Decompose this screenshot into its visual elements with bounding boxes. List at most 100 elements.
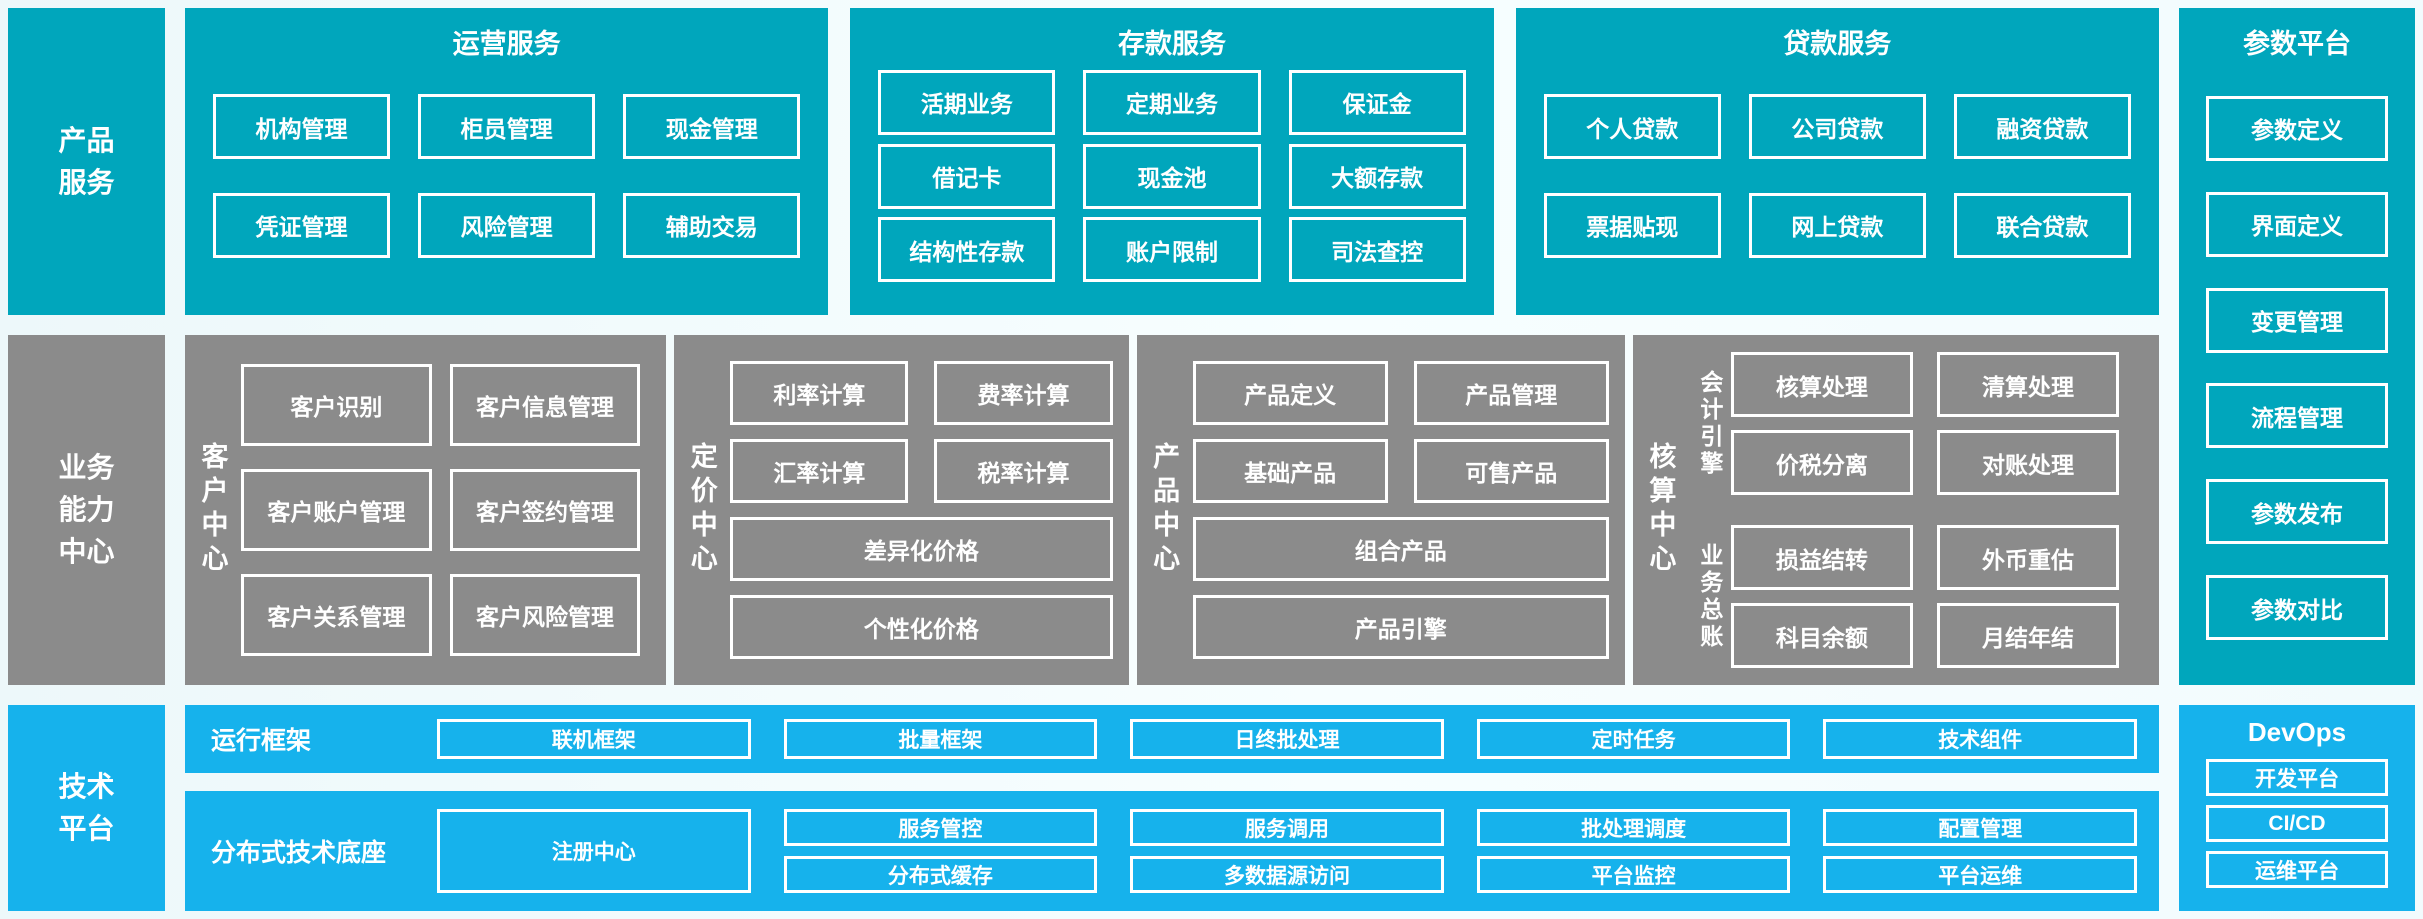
runtime-framework-label: 运行框架 <box>211 727 312 755</box>
box-service-invocation: 服务调用 <box>1130 809 1444 846</box>
section-title-parameter-platform: 参数平台 <box>2243 29 2351 59</box>
section-runtime-framework: 运行框架 联机框架 批量框架 日终批处理 定时任务 技术组件 <box>185 705 2159 773</box>
box-sellable-product: 可售产品 <box>1413 439 1609 503</box>
box-clearing-processing: 清算处理 <box>1936 352 2119 417</box>
box-ui-definition: 界面定义 <box>2206 191 2388 257</box>
box-subject-balance: 科目余额 <box>1730 603 1913 668</box>
distributed-base-grid: 注册中心 服务管控 分布式缓存 服务调用 多数据源访问 批处理调度 平台监控 配… <box>437 809 2137 893</box>
box-customer-identification: 客户识别 <box>241 364 432 446</box>
section-loan-services: 贷款服务 个人贷款 公司贷款 融资贷款 票据贴现 网上贷款 联合贷款 <box>1515 8 2159 315</box>
box-personalized-pricing: 个性化价格 <box>730 595 1113 659</box>
parameter-platform-list: 参数定义 界面定义 变更管理 流程管理 参数发布 参数对比 <box>2179 61 2415 685</box>
box-price-tax-separation: 价税分离 <box>1730 430 1913 495</box>
box-auxiliary-transaction: 辅助交易 <box>623 192 801 258</box>
accounting-groups: 会计引擎 核算处理 清算处理 价税分离 对账处理 业务总账 损益结转 外币重估 … <box>1689 335 2159 685</box>
box-fee-rate-calc: 费率计算 <box>934 361 1113 425</box>
box-composite-product: 组合产品 <box>1192 517 1609 581</box>
box-syndicated-loan: 联合贷款 <box>1953 192 2131 258</box>
box-fx-revaluation: 外币重估 <box>1936 525 2119 590</box>
box-change-management: 变更管理 <box>2206 287 2388 353</box>
section-deposit-services: 存款服务 活期业务 定期业务 保证金 借记卡 现金池 大额存款 结构性存款 账户… <box>850 8 1494 315</box>
box-ci-cd: CI/CD <box>2206 805 2388 842</box>
section-parameter-platform: 参数平台 参数定义 界面定义 变更管理 流程管理 参数发布 参数对比 <box>2179 8 2415 685</box>
box-distributed-cache: 分布式缓存 <box>783 856 1098 893</box>
box-debit-card: 借记卡 <box>878 143 1056 209</box>
box-platform-monitoring: 平台监控 <box>1476 856 1791 893</box>
customer-center-grid: 客户识别 客户信息管理 客户账户管理 客户签约管理 客户关系管理 客户风险管理 <box>241 335 666 685</box>
box-product-management: 产品管理 <box>1413 361 1609 425</box>
box-judicial-inquiry-control: 司法查控 <box>1288 217 1466 283</box>
box-exchange-rate-calc: 汇率计算 <box>730 439 909 503</box>
box-parameter-release: 参数发布 <box>2206 479 2388 545</box>
box-risk-management: 风险管理 <box>418 192 596 258</box>
middle-band: 客户中心 客户识别 客户信息管理 客户账户管理 客户签约管理 客户关系管理 客户… <box>185 335 2159 685</box>
box-tech-component: 技术组件 <box>1823 719 2137 759</box>
devops-title: DevOps <box>2247 717 2347 747</box>
section-pricing-center: 定价中心 利率计算 费率计算 汇率计算 税率计算 差异化价格 个性化价格 <box>674 335 1129 685</box>
box-time-deposit: 定期业务 <box>1083 69 1261 135</box>
customer-center-label: 客户中心 <box>197 442 228 578</box>
box-customer-relationship-management: 客户关系管理 <box>241 574 432 656</box>
box-reconciliation-processing: 对账处理 <box>1936 430 2119 495</box>
box-interest-rate-calc: 利率计算 <box>730 361 909 425</box>
pricing-center-label: 定价中心 <box>686 442 717 578</box>
box-customer-account-management: 客户账户管理 <box>241 469 432 551</box>
sidebar-tech-platform: 技术 平台 <box>8 705 165 911</box>
business-ledger-grid: 损益结转 外币重估 科目余额 月结年结 <box>1730 525 2119 668</box>
section-title-deposit: 存款服务 <box>1117 29 1226 59</box>
section-product-center: 产品中心 产品定义 产品管理 基础产品 可售产品 组合产品 产品引擎 <box>1136 335 1625 685</box>
box-corporate-loan: 公司贷款 <box>1748 94 1926 160</box>
accounting-center-label: 核算中心 <box>1645 442 1676 578</box>
section-devops: DevOps 开发平台 CI/CD 运维平台 <box>2179 705 2415 911</box>
box-platform-operations: 平台运维 <box>1823 856 2137 893</box>
top-band: 运营服务 机构管理 柜员管理 现金管理 凭证管理 风险管理 辅助交易 存款服务 … <box>185 8 2159 315</box>
box-eod-batch-processing: 日终批处理 <box>1130 719 1444 759</box>
box-product-definition: 产品定义 <box>1192 361 1388 425</box>
box-registry-center: 注册中心 <box>437 809 751 893</box>
box-parameter-compare: 参数对比 <box>2206 575 2388 641</box>
pricing-center-grid: 利率计算 费率计算 汇率计算 税率计算 差异化价格 个性化价格 <box>730 335 1128 685</box>
box-margin-deposit: 保证金 <box>1288 69 1466 135</box>
business-ledger-label: 业务总账 <box>1696 542 1723 651</box>
section-operations-services: 运营服务 机构管理 柜员管理 现金管理 凭证管理 风险管理 辅助交易 <box>185 8 829 315</box>
sidebar-product-services: 产品 服务 <box>8 8 165 315</box>
box-tax-rate-calc: 税率计算 <box>934 439 1113 503</box>
business-ledger-group: 业务总账 损益结转 外币重估 科目余额 月结年结 <box>1689 525 2119 668</box>
box-teller-management: 柜员管理 <box>418 94 596 160</box>
section-title-loan: 贷款服务 <box>1783 29 1892 59</box>
box-dev-platform: 开发平台 <box>2206 759 2388 796</box>
box-online-framework: 联机框架 <box>437 719 751 759</box>
box-personal-loan: 个人贷款 <box>1543 94 1721 160</box>
deposit-box-grid: 活期业务 定期业务 保证金 借记卡 现金池 大额存款 结构性存款 账户限制 司法… <box>850 61 1493 315</box>
box-institution-management: 机构管理 <box>213 94 391 160</box>
product-center-grid: 产品定义 产品管理 基础产品 可售产品 组合产品 产品引擎 <box>1192 335 1625 685</box>
box-differentiated-pricing: 差异化价格 <box>730 517 1113 581</box>
accounting-engine-grid: 核算处理 清算处理 价税分离 对账处理 <box>1730 352 2119 495</box>
box-scheduled-task: 定时任务 <box>1476 719 1791 759</box>
box-cash-pool: 现金池 <box>1083 143 1261 209</box>
devops-list: 开发平台 CI/CD 运维平台 <box>2179 748 2415 911</box>
box-batch-framework: 批量框架 <box>783 719 1098 759</box>
section-distributed-tech-base: 分布式技术底座 注册中心 服务管控 分布式缓存 服务调用 多数据源访问 批处理调… <box>185 791 2159 911</box>
box-online-loan: 网上贷款 <box>1748 192 1926 258</box>
distributed-base-label: 分布式技术底座 <box>211 839 387 867</box>
sidebar-business-capability-center: 业务 能力 中心 <box>8 335 165 685</box>
box-account-restriction: 账户限制 <box>1083 217 1261 283</box>
box-cash-management: 现金管理 <box>623 94 801 160</box>
box-customer-risk-management: 客户风险管理 <box>449 574 641 656</box>
bottom-band: 运行框架 联机框架 批量框架 日终批处理 定时任务 技术组件 分布式技术底座 注… <box>185 705 2159 911</box>
accounting-engine-group: 会计引擎 核算处理 清算处理 价税分离 对账处理 <box>1689 352 2119 495</box>
box-structured-deposit: 结构性存款 <box>878 217 1056 283</box>
box-customer-contract-management: 客户签约管理 <box>449 469 641 551</box>
accounting-engine-label: 会计引擎 <box>1696 369 1723 478</box>
box-config-management: 配置管理 <box>1823 809 2137 846</box>
box-voucher-management: 凭证管理 <box>213 192 391 258</box>
runtime-framework-boxes: 联机框架 批量框架 日终批处理 定时任务 技术组件 <box>437 719 2137 759</box>
box-product-engine: 产品引擎 <box>1192 595 1609 659</box>
box-process-management: 流程管理 <box>2206 383 2388 449</box>
loan-box-grid: 个人贷款 公司贷款 融资贷款 票据贴现 网上贷款 联合贷款 <box>1516 61 2159 315</box>
section-accounting-center: 核算中心 会计引擎 核算处理 清算处理 价税分离 对账处理 业务总账 损益结转 … <box>1632 335 2159 685</box>
box-service-governance: 服务管控 <box>783 809 1098 846</box>
box-bill-discount: 票据贴现 <box>1543 192 1721 258</box>
